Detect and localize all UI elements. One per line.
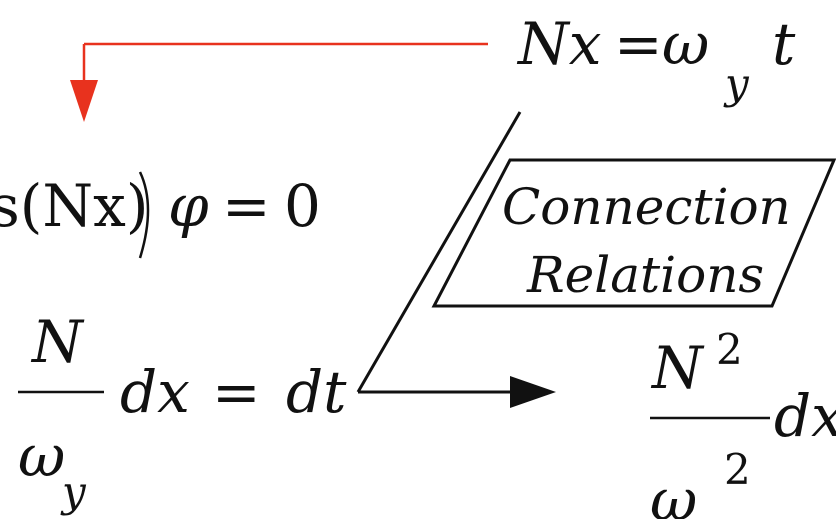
left-eq2-numerator: N xyxy=(30,308,85,376)
left-eq2-denominator-subscript: y xyxy=(60,467,87,516)
left-eq2-dt: dt xyxy=(286,358,347,426)
left-eq1-zero: 0 xyxy=(284,172,321,240)
left-eq2-dx: dx xyxy=(120,358,190,426)
black-arrow-head xyxy=(510,376,556,408)
left-eq1-equals: = xyxy=(222,172,271,240)
left-eq1-phi: φ xyxy=(168,172,209,240)
parallelogram-outline xyxy=(431,158,836,308)
top-equation: Nx = ω y t xyxy=(516,10,796,108)
top-eq-equals: = xyxy=(614,10,663,78)
top-eq-omega: ω xyxy=(662,10,709,78)
left-equation-2: N ω y dx = dt xyxy=(18,308,347,516)
right-eq-numerator-exponent: 2 xyxy=(716,325,743,374)
right-eq-denominator-exponent: 2 xyxy=(724,445,751,494)
left-eq1-text: s(Nx) xyxy=(0,172,148,240)
connection-relations-box: Connection Relations xyxy=(431,158,836,308)
left-eq2-equals: = xyxy=(212,358,261,426)
top-eq-subscript: y xyxy=(723,59,750,108)
left-eq1-big-paren xyxy=(138,171,150,259)
right-eq-numerator: N xyxy=(650,334,705,402)
left-equation-1: s(Nx) φ = 0 xyxy=(0,171,321,259)
black-connector-arrow xyxy=(356,111,556,408)
right-eq-denominator-omega: ω xyxy=(650,466,697,519)
red-arrow-head xyxy=(70,80,98,122)
left-eq2-denominator-omega: ω xyxy=(18,422,65,490)
right-eq-dx: dx xyxy=(774,382,836,450)
red-connector-arrow xyxy=(70,42,488,122)
top-eq-variable: t xyxy=(772,10,796,78)
top-eq-lhs: Nx xyxy=(516,10,601,78)
box-label-line2: Relations xyxy=(526,246,764,304)
box-label-line1: Connection xyxy=(502,178,791,236)
black-diagonal-line xyxy=(356,111,522,393)
right-equation: N 2 ω 2 dx xyxy=(650,325,836,519)
